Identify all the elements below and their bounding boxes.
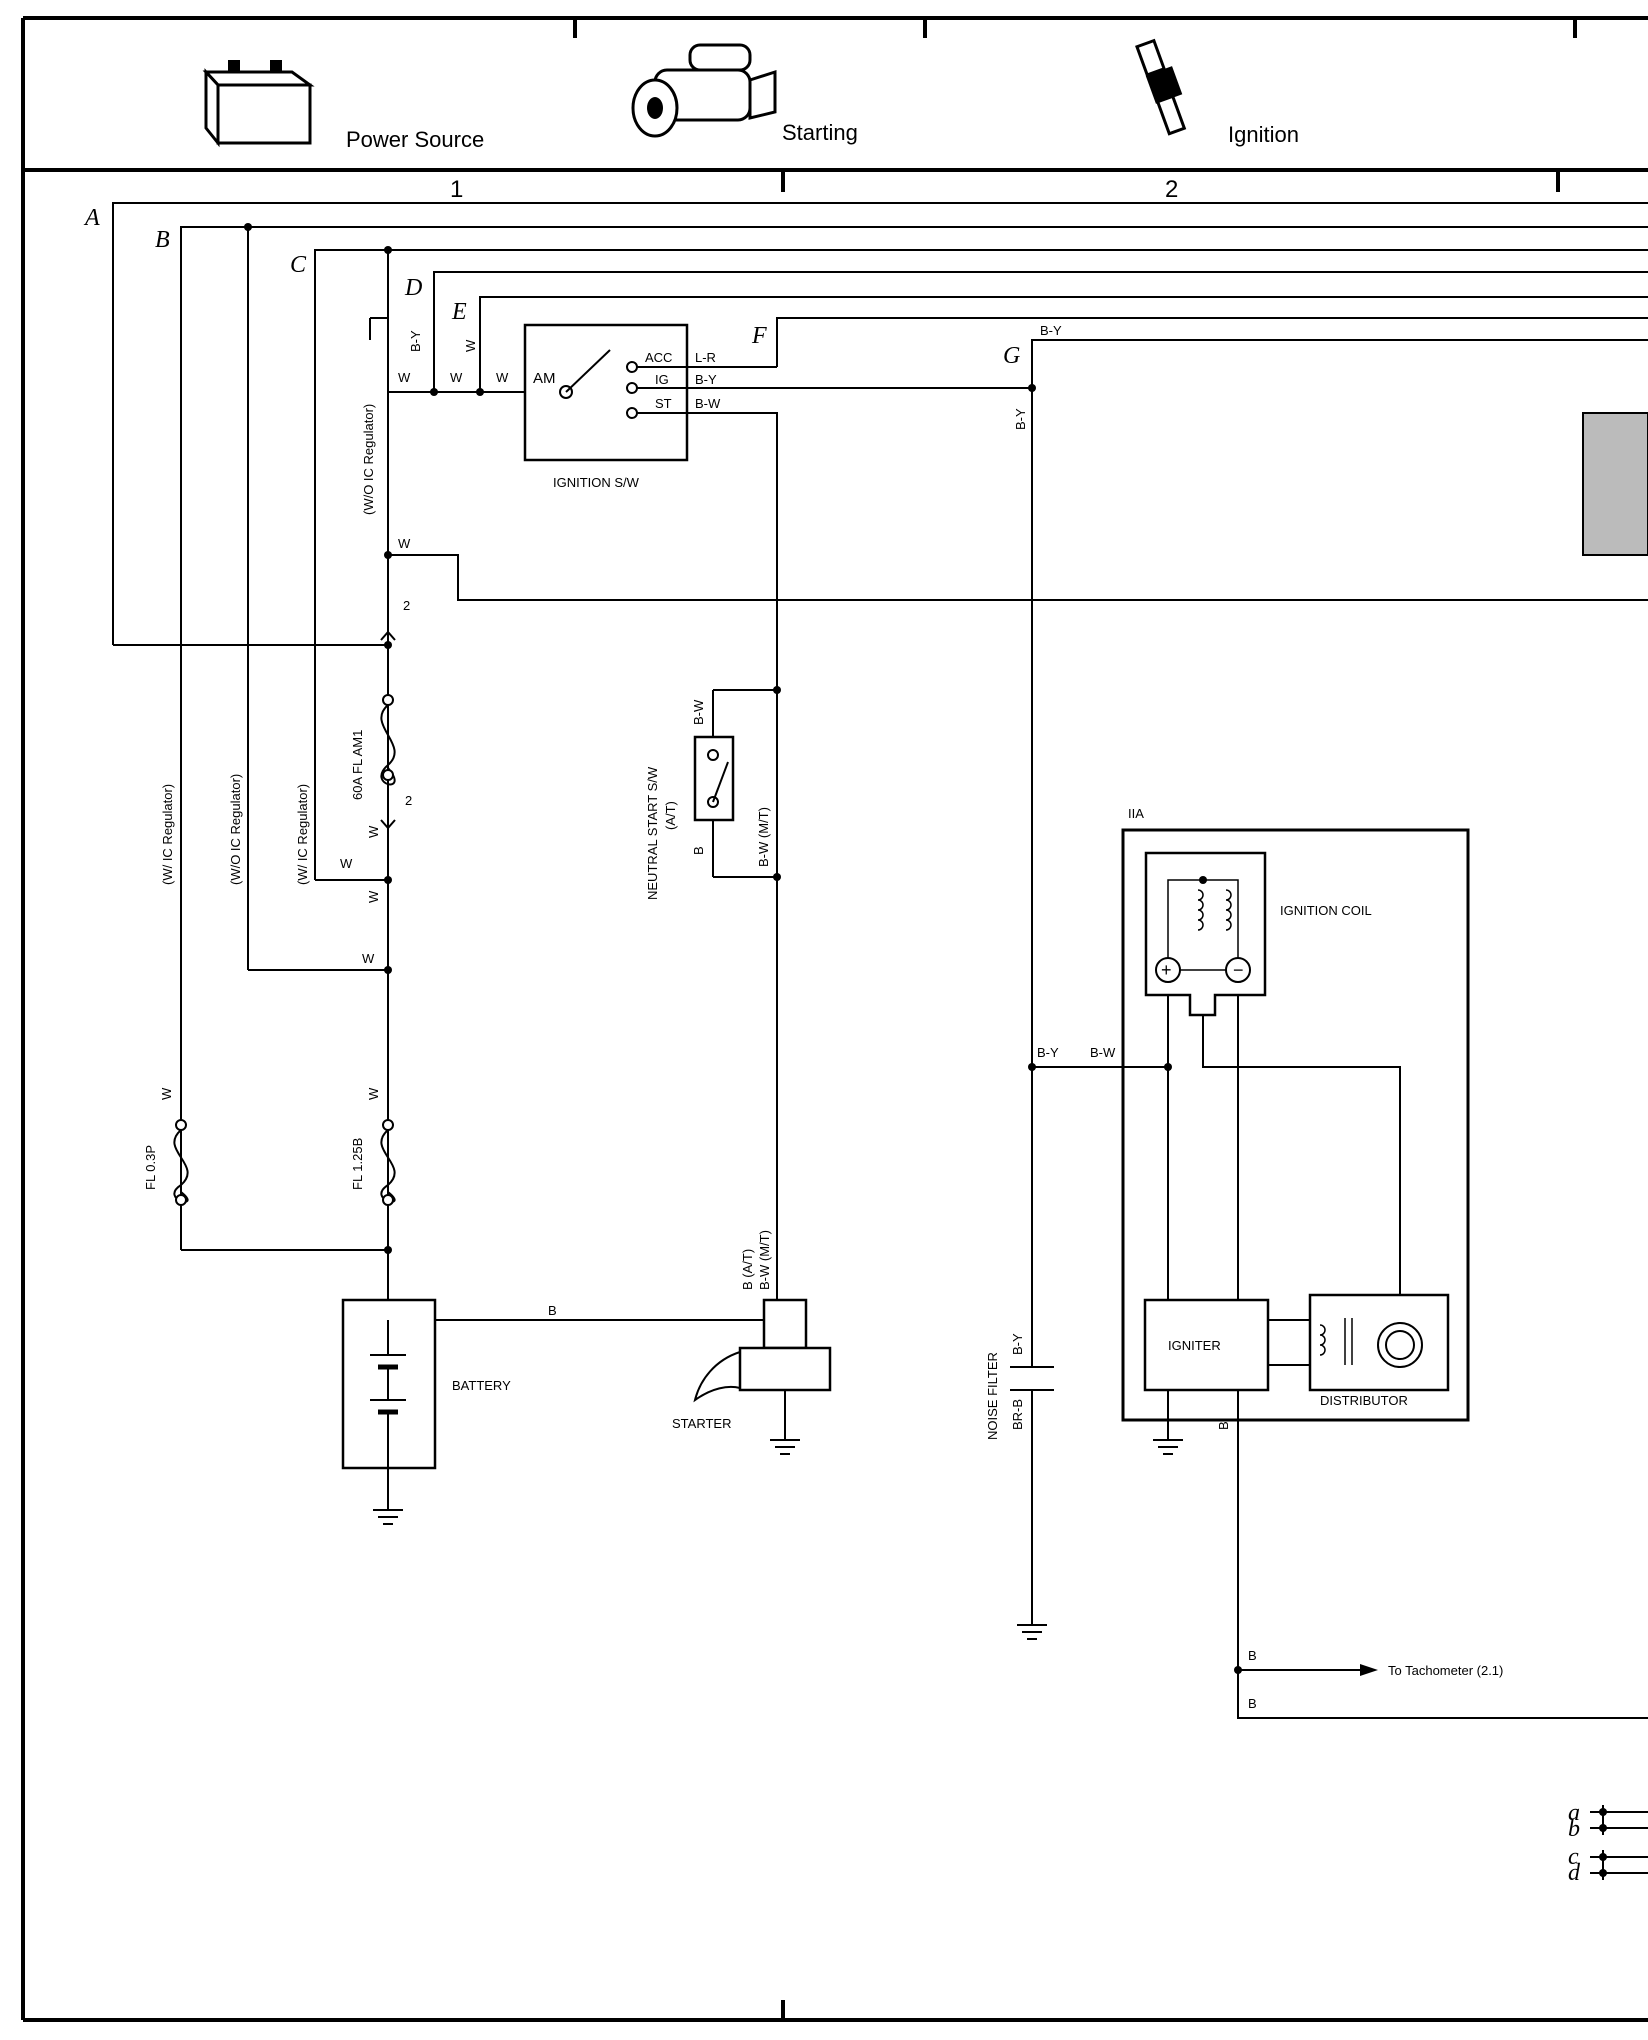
section-power-source: Power Source bbox=[346, 127, 484, 152]
connector-2: 2 bbox=[403, 598, 410, 613]
wire-b: B bbox=[1248, 1696, 1257, 1711]
bus-f: F bbox=[751, 323, 767, 349]
neutral-start-switch bbox=[693, 735, 735, 822]
ignition-switch bbox=[523, 323, 689, 462]
arrow-icon bbox=[1360, 1664, 1378, 1676]
ignition-coil: + − bbox=[1144, 851, 1267, 1017]
starter bbox=[693, 1298, 832, 1455]
starter-motor-icon bbox=[631, 43, 777, 138]
wire-by: B-Y bbox=[1040, 323, 1062, 338]
fuse-1-25b-label: FL 1.25B bbox=[350, 1138, 365, 1190]
spark-plug-icon bbox=[1135, 38, 1187, 136]
wire-by: B-Y bbox=[408, 330, 423, 352]
section-starting: Starting bbox=[782, 120, 858, 145]
wire-w: W bbox=[450, 370, 463, 385]
noise-filter bbox=[1010, 1366, 1054, 1640]
terminal-ig: IG bbox=[655, 372, 669, 387]
terminal-am: AM bbox=[533, 370, 556, 387]
wire-lr: L-R bbox=[695, 350, 716, 365]
legend bbox=[1590, 1805, 1648, 1880]
condition-w-ic-regulator: (W/ IC Regulator) bbox=[295, 784, 310, 885]
wire-bw: B-W bbox=[691, 699, 706, 725]
wire-w: W bbox=[362, 951, 375, 966]
wire-w: W bbox=[398, 370, 411, 385]
fuse-0-3p-label: FL 0.3P bbox=[143, 1145, 158, 1190]
wire-by: B-Y bbox=[1037, 1045, 1059, 1060]
wire-w: W bbox=[366, 890, 381, 903]
wire-b: B bbox=[1216, 1421, 1231, 1430]
fuse-am1-label: 60A FL AM1 bbox=[350, 730, 365, 800]
distributor-label: DISTRIBUTOR bbox=[1320, 1393, 1408, 1408]
module-fragment bbox=[1582, 412, 1648, 556]
wire-bw-mt: B-W (M/T) bbox=[757, 1230, 772, 1290]
wire-bw-mt: B-W (M/T) bbox=[756, 807, 771, 867]
svg-text:+: + bbox=[1161, 960, 1172, 980]
wire-by: B-Y bbox=[1010, 1333, 1025, 1355]
battery-label: BATTERY bbox=[452, 1378, 511, 1393]
ground-icon bbox=[373, 1509, 403, 1525]
bus-a: A bbox=[83, 205, 100, 231]
connector-2: 2 bbox=[405, 793, 412, 808]
bus-g: G bbox=[1003, 343, 1020, 369]
wire-bw: B-W bbox=[695, 396, 721, 411]
terminal-st: ST bbox=[655, 396, 672, 411]
legend-a: a bbox=[1568, 1800, 1580, 1826]
neutral-start-sub: (A/T) bbox=[663, 801, 678, 830]
battery-icon bbox=[202, 60, 315, 148]
column-1: 1 bbox=[450, 176, 463, 203]
section-ignition: Ignition bbox=[1228, 122, 1299, 147]
wires bbox=[112, 202, 1648, 1719]
iia-label: IIA bbox=[1128, 806, 1144, 821]
tachometer-note: To Tachometer (2.1) bbox=[1388, 1663, 1503, 1678]
legend-d: d bbox=[1568, 1860, 1581, 1886]
distributor bbox=[1308, 1293, 1450, 1392]
column-2: 2 bbox=[1165, 176, 1178, 203]
legend-b: b bbox=[1568, 1816, 1580, 1842]
bus-b: B bbox=[155, 227, 170, 253]
starter-label: STARTER bbox=[672, 1416, 731, 1431]
wire-w: W bbox=[398, 536, 411, 551]
wire-w: W bbox=[366, 1087, 381, 1100]
bus-d: D bbox=[404, 275, 422, 301]
wire-b: B bbox=[1248, 1648, 1257, 1663]
ignition-switch-label: IGNITION S/W bbox=[553, 475, 640, 490]
wire-b: B bbox=[548, 1303, 557, 1318]
bus-e: E bbox=[451, 299, 467, 325]
frame bbox=[21, 16, 1648, 2022]
wire-bw: B-W bbox=[1090, 1045, 1116, 1060]
wire-b: B bbox=[691, 846, 706, 855]
wire-w: W bbox=[340, 856, 353, 871]
terminal-acc: ACC bbox=[645, 350, 672, 365]
wire-brb: BR-B bbox=[1010, 1399, 1025, 1430]
svg-text:−: − bbox=[1233, 960, 1244, 980]
igniter bbox=[1143, 1298, 1270, 1455]
wire-w: W bbox=[366, 825, 381, 838]
wire-w: W bbox=[463, 339, 478, 352]
condition-wo-ic-regulator: (W/O IC Regulator) bbox=[228, 774, 243, 885]
noise-filter-label: NOISE FILTER bbox=[985, 1352, 1000, 1440]
wire-by: B-Y bbox=[1013, 408, 1028, 430]
fuse-am1 bbox=[380, 630, 396, 830]
condition-w-ic-regulator: (W/ IC Regulator) bbox=[160, 784, 175, 885]
legend-c: c bbox=[1568, 1844, 1579, 1870]
wire-w: W bbox=[496, 370, 509, 385]
fuse-0-3p bbox=[173, 1119, 189, 1206]
igniter-label: IGNITER bbox=[1168, 1338, 1221, 1353]
condition-wo-ic-regulator: (W/O IC Regulator) bbox=[361, 404, 376, 515]
wire-b-at: B (A/T) bbox=[740, 1249, 755, 1290]
neutral-start-label: NEUTRAL START S/W bbox=[645, 766, 660, 900]
wire-by: B-Y bbox=[695, 372, 717, 387]
bus-c: C bbox=[290, 252, 307, 278]
wire-w: W bbox=[159, 1087, 174, 1100]
iia-housing bbox=[1121, 828, 1470, 1422]
fuse-1-25b bbox=[380, 1119, 396, 1206]
ignition-coil-label: IGNITION COIL bbox=[1280, 903, 1372, 918]
battery bbox=[341, 1298, 437, 1470]
